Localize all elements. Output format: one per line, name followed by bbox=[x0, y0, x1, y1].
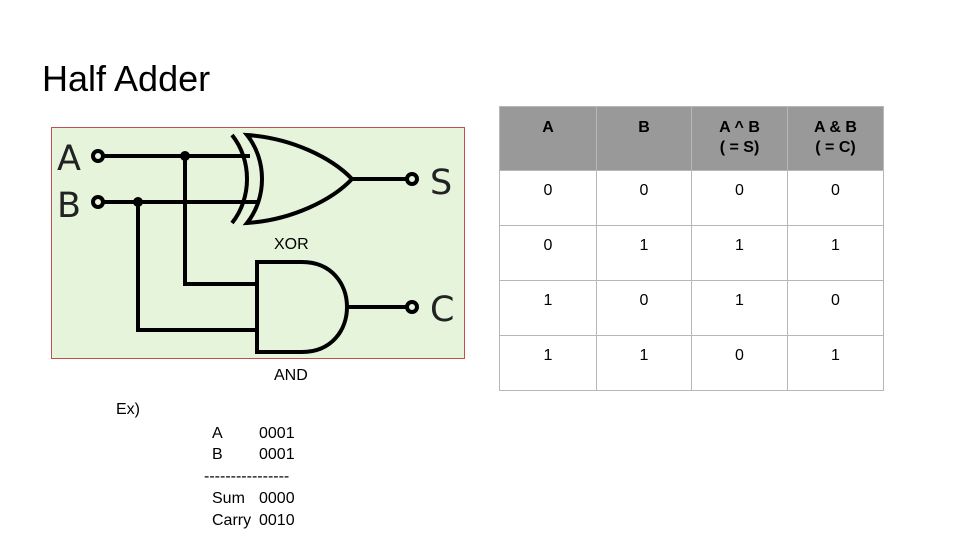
truth-table: A B A ^ B( = S) A & B( = C) 0 0 0 0 0 1 … bbox=[499, 106, 884, 391]
table-cell: 0 bbox=[596, 280, 692, 336]
table-cell: 1 bbox=[499, 335, 597, 391]
example-divider: ---------------- bbox=[204, 468, 290, 485]
table-cell: 1 bbox=[787, 335, 884, 391]
example-sum-value: 0000 bbox=[259, 490, 295, 507]
header-and: A & B( = C) bbox=[787, 106, 884, 171]
circuit-svg: A B S C bbox=[57, 132, 454, 354]
example-carry-label: Carry bbox=[212, 512, 252, 529]
example-carry-value: 0010 bbox=[259, 512, 295, 529]
example-a-label: A bbox=[212, 425, 223, 442]
table-row: 1 1 0 1 bbox=[499, 335, 884, 391]
slide-title: Half Adder bbox=[42, 58, 211, 99]
junction-b bbox=[133, 197, 143, 207]
table-cell: 1 bbox=[691, 225, 788, 281]
output-c-terminal bbox=[405, 300, 419, 314]
table-cell: 0 bbox=[596, 170, 692, 226]
xor-gate-label: XOR bbox=[274, 236, 309, 253]
table-cell: 1 bbox=[499, 280, 597, 336]
input-b-terminal bbox=[91, 195, 105, 209]
header-b: B bbox=[596, 106, 692, 171]
input-a-terminal bbox=[91, 149, 105, 163]
table-cell: 1 bbox=[787, 225, 884, 281]
table-cell: 0 bbox=[787, 280, 884, 336]
example-a-value: 0001 bbox=[259, 425, 295, 442]
xor-gate bbox=[242, 132, 355, 226]
header-a: A bbox=[499, 106, 597, 171]
table-cell: 1 bbox=[691, 280, 788, 336]
output-s-terminal bbox=[405, 172, 419, 186]
table-cell: 0 bbox=[691, 170, 788, 226]
table-row: 0 1 1 1 bbox=[499, 225, 884, 281]
junction-a bbox=[180, 151, 190, 161]
table-cell: 1 bbox=[596, 225, 692, 281]
output-s-label: S bbox=[430, 163, 452, 203]
input-b-label: B bbox=[57, 186, 81, 226]
example-b-value: 0001 bbox=[259, 446, 295, 463]
example-sum-label: Sum bbox=[212, 490, 245, 507]
example-label: Ex) bbox=[116, 401, 140, 418]
header-xor: A ^ B( = S) bbox=[691, 106, 788, 171]
table-cell: 0 bbox=[691, 335, 788, 391]
table-cell: 0 bbox=[499, 170, 597, 226]
truth-table-header-row: A B A ^ B( = S) A & B( = C) bbox=[499, 106, 884, 171]
and-gate-label: AND bbox=[274, 367, 308, 384]
output-c-label: C bbox=[430, 290, 454, 330]
table-row: 1 0 1 0 bbox=[499, 280, 884, 336]
table-row: 0 0 0 0 bbox=[499, 170, 884, 226]
table-cell: 1 bbox=[596, 335, 692, 391]
xor-gate-back-curve bbox=[230, 133, 249, 225]
table-cell: 0 bbox=[499, 225, 597, 281]
half-adder-circuit-diagram: A B S C bbox=[51, 127, 465, 359]
input-a-label: A bbox=[57, 139, 81, 179]
table-cell: 0 bbox=[787, 170, 884, 226]
and-gate bbox=[255, 260, 349, 354]
example-b-label: B bbox=[212, 446, 223, 463]
